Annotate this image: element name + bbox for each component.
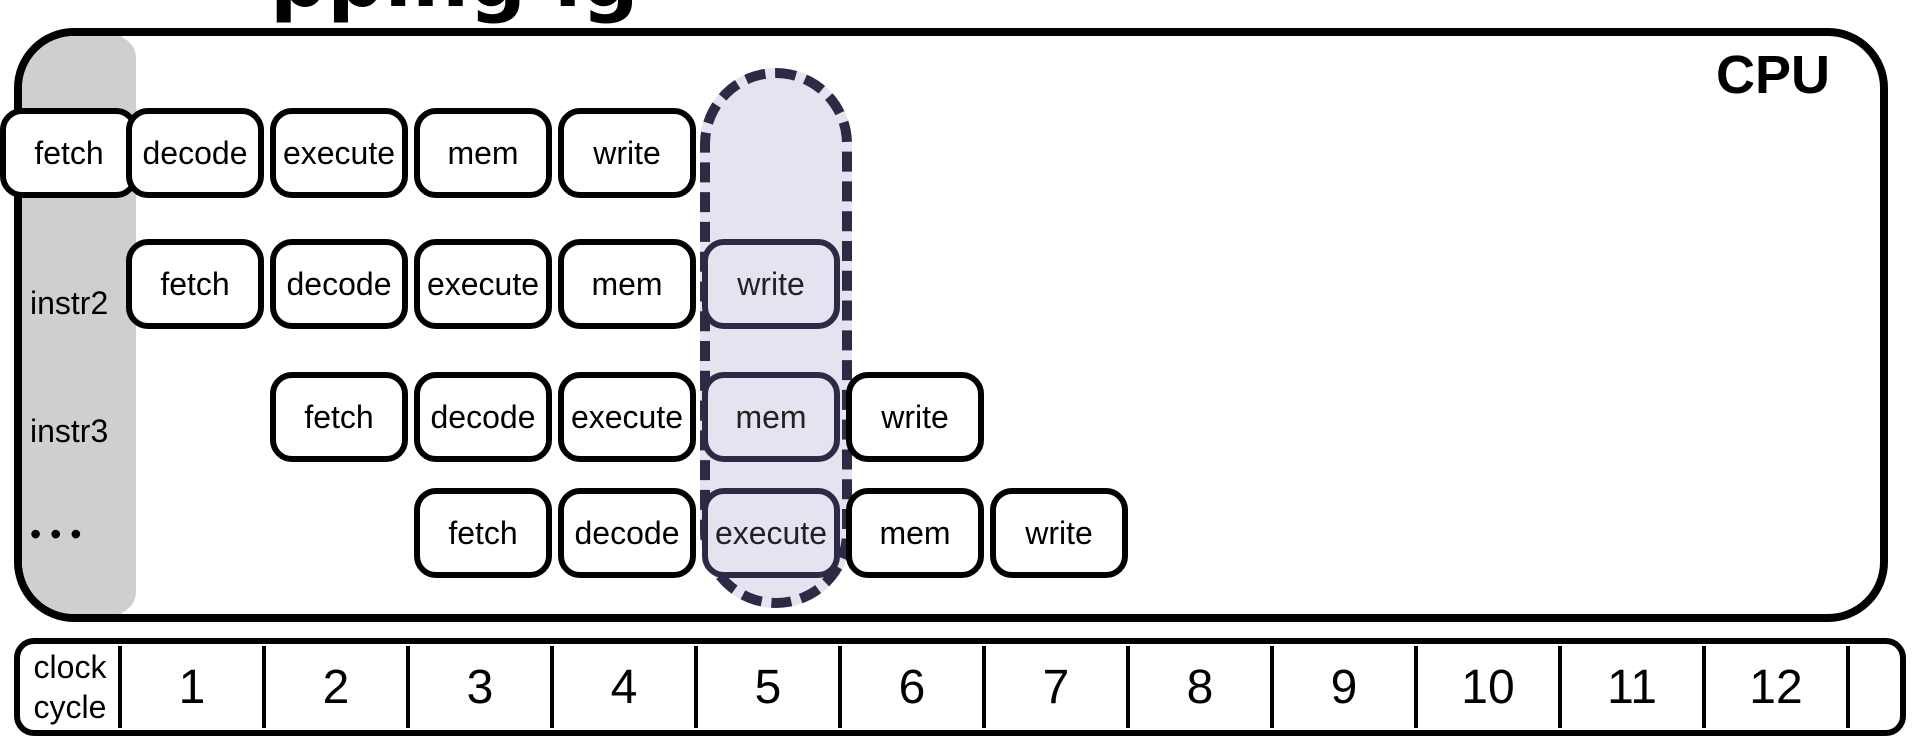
- stage-box-mem: mem: [558, 239, 696, 329]
- stage-box-fetch: fetch: [0, 108, 138, 198]
- stage-box-decode: decode: [558, 488, 696, 578]
- stage-box-execute: execute: [414, 239, 552, 329]
- clock-label-line2: cycle: [33, 689, 107, 725]
- clock-cycle-cell: 2: [266, 646, 410, 728]
- stage-box-mem: mem: [414, 108, 552, 198]
- clock-cycle-cell: 3: [410, 646, 554, 728]
- clock-label-line1: clock: [33, 649, 107, 685]
- stage-box-decode: decode: [270, 239, 408, 329]
- clock-cycle-cell: 1: [122, 646, 266, 728]
- clock-cycle-label: clock cycle: [22, 646, 122, 728]
- clock-cycle-cell: 8: [1130, 646, 1274, 728]
- clock-cycle-cell: 4: [554, 646, 698, 728]
- stage-box-execute: execute: [558, 372, 696, 462]
- stage-box-write: write: [702, 239, 840, 329]
- stage-box-decode: decode: [414, 372, 552, 462]
- stage-box-mem: mem: [846, 488, 984, 578]
- cpu-label: CPU: [1716, 45, 1831, 105]
- clock-cycle-cell: 5: [698, 646, 842, 728]
- diagram-title-fragment: pping ig: [270, 0, 639, 24]
- stage-box-write: write: [990, 488, 1128, 578]
- stage-box-mem: mem: [702, 372, 840, 462]
- row-label-instr3: instr3: [30, 413, 109, 449]
- row-label-more: • • •: [30, 516, 82, 552]
- stage-box-fetch: fetch: [126, 239, 264, 329]
- stage-box-write: write: [558, 108, 696, 198]
- clock-cycle-cell: 12: [1706, 646, 1850, 728]
- stage-box-execute: execute: [702, 488, 840, 578]
- clock-cycle-cell: 6: [842, 646, 986, 728]
- clock-bar: [14, 638, 1906, 736]
- clock-cycle-cell: 10: [1418, 646, 1562, 728]
- clock-cycle-cell: 7: [986, 646, 1130, 728]
- stage-box-write: write: [846, 372, 984, 462]
- stage-box-fetch: fetch: [270, 372, 408, 462]
- clock-cycle-cell: 11: [1562, 646, 1706, 728]
- clock-cycle-cell: 9: [1274, 646, 1418, 728]
- stage-box-execute: execute: [270, 108, 408, 198]
- stage-box-fetch: fetch: [414, 488, 552, 578]
- stage-box-decode: decode: [126, 108, 264, 198]
- row-label-instr2: instr2: [30, 285, 109, 321]
